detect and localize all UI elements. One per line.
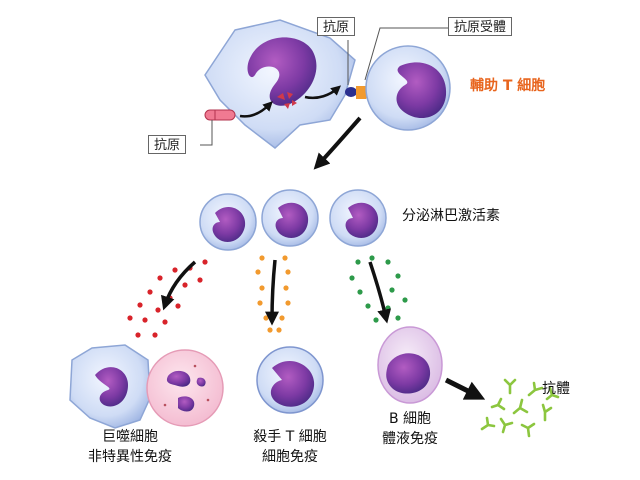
digested-antigen-fragments: [277, 92, 297, 109]
lymphocyte-middle-3: [329, 189, 387, 247]
helper-t-cell: [365, 45, 451, 131]
antigen-label-top: 抗原: [317, 17, 356, 36]
antibody-label: 抗體: [542, 381, 570, 397]
macrophage-label-2: 非特異性免疫: [88, 449, 172, 465]
activation-arrow: [313, 116, 362, 170]
lymphocyte-middle-1: [199, 193, 257, 251]
helper-t-cell-label: 輔助 T 細胞: [470, 78, 546, 94]
killer-t-cell: [256, 346, 324, 414]
arrow-to-killer-t: [265, 259, 280, 326]
lymphokine-dots-green: [349, 255, 408, 323]
antigen-receptor-label: 抗原受體: [448, 17, 513, 36]
pointer-lines: [200, 27, 448, 146]
killer-t-label-2: 細胞免疫: [262, 449, 318, 465]
secrete-lymphokines-label: 分泌淋巴激活素: [402, 208, 500, 224]
bacterium-antigen: [204, 109, 236, 121]
antibodies: [480, 378, 560, 438]
arrow-to-macrophage: [161, 260, 197, 311]
b-cell-label-2: 體液免疫: [382, 431, 438, 447]
b-cell-label-1: B 細胞: [388, 411, 432, 427]
neutrophil-cell: [146, 349, 224, 427]
ingest-arrow: [239, 101, 273, 118]
arrow-to-antibodies: [444, 377, 486, 400]
antigen-label-left: 抗原: [148, 135, 187, 154]
macrophage-label-1: 巨噬細胞: [102, 429, 158, 445]
arrow-to-b-cell: [368, 261, 392, 324]
b-cell: [377, 326, 443, 404]
macrophage-cell-top: [204, 19, 356, 149]
lymphocyte-middle-2: [261, 189, 319, 247]
present-arrow: [304, 85, 342, 100]
lymphokine-dots-orange: [255, 255, 291, 333]
macrophage-cell-bottom: [69, 344, 151, 429]
killer-t-label-1: 殺手 T 細胞: [253, 429, 327, 445]
